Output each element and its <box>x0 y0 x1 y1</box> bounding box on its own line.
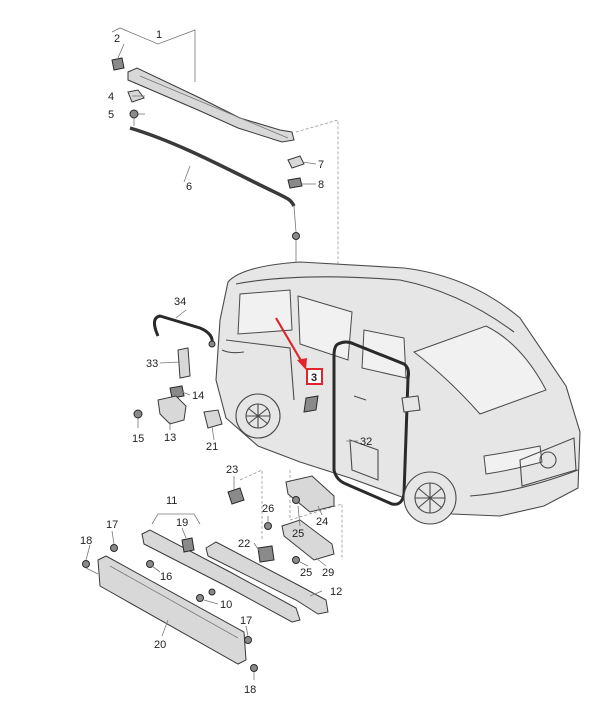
callout-11[interactable]: 11 <box>166 495 177 507</box>
door-seal-part-32[interactable] <box>332 340 410 506</box>
screw-part-25a[interactable] <box>292 496 300 504</box>
screw-part-15[interactable] <box>133 409 143 419</box>
callout-21[interactable]: 21 <box>206 441 218 453</box>
sill-rail-part-11[interactable] <box>141 529 301 623</box>
seal-part-34[interactable] <box>153 314 214 345</box>
hinge-part-33[interactable] <box>177 347 191 379</box>
clip-part-10[interactable] <box>196 594 204 602</box>
clip-part-17b[interactable] <box>244 636 252 644</box>
callout-15[interactable]: 15 <box>132 433 144 445</box>
callout-leaders <box>85 43 358 637</box>
screw-part-18b[interactable] <box>250 664 258 672</box>
callout-24[interactable]: 24 <box>316 516 328 528</box>
callout-17-top[interactable]: 17 <box>106 519 118 531</box>
rear-pillar-parts <box>133 314 223 429</box>
callout-23[interactable]: 23 <box>226 464 238 476</box>
callout-25-top[interactable]: 25 <box>292 528 304 540</box>
callout-18-top[interactable]: 18 <box>80 535 92 547</box>
clip-part-17a[interactable] <box>110 544 118 552</box>
van-illustration <box>215 261 581 525</box>
highlighted-callout-box[interactable] <box>306 368 323 385</box>
callout-22[interactable]: 22 <box>238 538 250 550</box>
callout-10[interactable]: 10 <box>220 599 232 611</box>
callout-18-bottom[interactable]: 18 <box>244 684 256 696</box>
callout-29[interactable]: 29 <box>322 567 334 579</box>
callout-6[interactable]: 6 <box>186 181 192 193</box>
callout-3[interactable]: 3 <box>311 372 317 384</box>
callout-7[interactable]: 7 <box>318 159 324 171</box>
callout-32[interactable]: 32 <box>360 436 372 448</box>
callout-1[interactable]: 1 <box>156 29 162 41</box>
guide-bracket-part-24[interactable] <box>285 475 335 513</box>
rail-end-fastener[interactable] <box>292 232 300 240</box>
callout-25-bottom[interactable]: 25 <box>300 567 312 579</box>
guide-plate-part-29[interactable] <box>281 519 335 561</box>
screw-part-25b[interactable] <box>292 556 300 564</box>
fuel-flap-part-3[interactable] <box>303 395 319 413</box>
screw-part-18a[interactable] <box>82 560 90 568</box>
lower-guide-rail-part-12[interactable] <box>205 541 329 615</box>
callout-33[interactable]: 33 <box>146 358 158 370</box>
bracket-part-7[interactable] <box>287 155 305 169</box>
nut-part-8[interactable] <box>287 177 303 189</box>
callout-14[interactable]: 14 <box>192 390 204 402</box>
bracket-part-13[interactable] <box>157 395 187 425</box>
callout-8[interactable]: 8 <box>318 179 324 191</box>
callout-17-bottom[interactable]: 17 <box>240 615 252 627</box>
sill-cover-part-20[interactable] <box>97 555 247 665</box>
callout-2[interactable]: 2 <box>114 33 120 45</box>
seal-strip-part-6[interactable] <box>129 126 296 207</box>
callout-5[interactable]: 5 <box>108 109 114 121</box>
screw-part-5[interactable] <box>129 109 139 119</box>
upper-guide-rail[interactable] <box>127 67 295 143</box>
clip-part-16[interactable] <box>146 560 154 568</box>
callout-13[interactable]: 13 <box>164 432 176 444</box>
lower-rail-parts <box>82 469 343 680</box>
callout-19[interactable]: 19 <box>176 517 188 529</box>
callout-16[interactable]: 16 <box>160 571 172 583</box>
highlight-arrow <box>275 317 307 370</box>
latch-part-21[interactable] <box>203 409 223 429</box>
callout-20[interactable]: 20 <box>154 639 166 651</box>
roller-part-22[interactable] <box>257 545 275 563</box>
callout-4[interactable]: 4 <box>108 91 114 103</box>
clip-part-19[interactable] <box>181 537 195 553</box>
callout-labels: 1 2 3 4 5 6 7 8 10 11 12 13 14 15 16 17 … <box>80 29 372 696</box>
end-cap-part-2[interactable] <box>111 57 125 71</box>
roller-part-23[interactable] <box>227 487 245 505</box>
callout-26[interactable]: 26 <box>262 503 274 515</box>
bolt-part-14[interactable] <box>169 385 185 399</box>
callout-34[interactable]: 34 <box>174 296 186 308</box>
callout-12[interactable]: 12 <box>330 586 342 598</box>
